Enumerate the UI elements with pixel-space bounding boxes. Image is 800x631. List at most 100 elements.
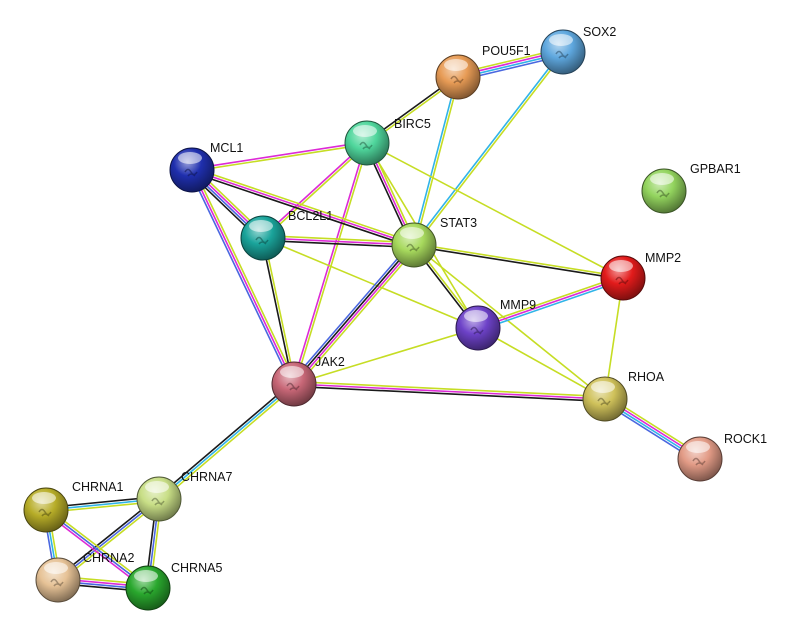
node-mmp9[interactable]: MMP9 bbox=[455, 298, 536, 351]
node-chrna2[interactable]: CHRNA2 bbox=[35, 551, 134, 603]
node-highlight bbox=[686, 441, 710, 453]
edge-mmp9-mmp2 bbox=[476, 274, 625, 332]
edge-strand-yellowgreen bbox=[192, 166, 416, 244]
edge-strand-black bbox=[261, 238, 294, 385]
node-label: MCL1 bbox=[210, 141, 243, 155]
edge-strand-yellowgreen bbox=[293, 327, 479, 385]
node-highlight bbox=[549, 34, 573, 46]
node-label: JAK2 bbox=[315, 355, 345, 369]
edge-strand-magenta bbox=[191, 141, 367, 170]
edge-strand-magenta bbox=[294, 245, 416, 386]
edge-strand-cyan bbox=[412, 50, 563, 245]
node-chrna5[interactable]: CHRNA5 bbox=[125, 561, 222, 611]
node-jak2[interactable]: JAK2 bbox=[271, 355, 345, 407]
node-label: RHOA bbox=[628, 370, 665, 384]
node-stat3[interactable]: STAT3 bbox=[391, 216, 477, 268]
node-label: ROCK1 bbox=[724, 432, 767, 446]
node-rhoa[interactable]: RHOA bbox=[582, 370, 665, 422]
edge-pou5f1-stat3 bbox=[412, 76, 460, 246]
edge-strand-black bbox=[262, 239, 414, 249]
node-chrna1[interactable]: CHRNA1 bbox=[23, 480, 123, 533]
protein-structure-icon bbox=[38, 508, 52, 517]
node-highlight bbox=[464, 310, 488, 322]
edge-strand-yellowgreen bbox=[476, 274, 623, 327]
protein-structure-icon bbox=[615, 276, 629, 285]
edge-strand-yellowgreen bbox=[296, 246, 418, 387]
edge-strand-black bbox=[190, 171, 414, 249]
edge-strand-magenta bbox=[261, 141, 367, 238]
node-mmp2[interactable]: MMP2 bbox=[600, 251, 681, 301]
node-highlight bbox=[44, 562, 68, 574]
node-sox2[interactable]: SOX2 bbox=[540, 25, 616, 75]
edge-strand-cyan bbox=[478, 279, 625, 332]
edge-birc5-bcl2l1 bbox=[261, 141, 369, 240]
edge-strand-yellowgreen bbox=[414, 243, 624, 278]
protein-structure-icon bbox=[656, 189, 670, 198]
edge-strand-yellowgreen bbox=[294, 143, 369, 385]
edge-strand-yellowgreen bbox=[294, 380, 606, 398]
protein-structure-icon bbox=[450, 75, 464, 84]
edge-stat3-mmp2 bbox=[413, 243, 624, 280]
node-highlight bbox=[444, 59, 468, 71]
node-label: CHRNA1 bbox=[72, 480, 123, 494]
node-chrna7[interactable]: CHRNA7 bbox=[136, 470, 232, 522]
node-highlight bbox=[145, 481, 169, 493]
edge-strand-yellowgreen bbox=[263, 234, 415, 244]
edge-mmp9-jak2 bbox=[293, 327, 479, 385]
edge-bcl2l1-jak2 bbox=[261, 237, 296, 385]
edge-strand-magenta bbox=[191, 169, 415, 246]
protein-structure-icon bbox=[286, 382, 300, 391]
node-label: CHRNA2 bbox=[83, 551, 134, 565]
protein-structure-icon bbox=[184, 168, 198, 177]
edge-strand-yellowgreen bbox=[414, 52, 565, 247]
node-label: BIRC5 bbox=[394, 117, 431, 131]
edge-strand-yellowgreen bbox=[477, 327, 606, 400]
node-label: SOX2 bbox=[583, 25, 616, 39]
node-highlight bbox=[591, 381, 615, 393]
edge-stat3-rhoa bbox=[413, 244, 606, 400]
edge-strand-yellowgreen bbox=[192, 143, 368, 172]
node-mcl1[interactable]: MCL1 bbox=[169, 141, 243, 193]
node-label: CHRNA5 bbox=[171, 561, 222, 575]
edge-birc5-jak2 bbox=[292, 142, 369, 385]
node-label: BCL2L1 bbox=[288, 209, 333, 223]
edge-strand-yellowgreen bbox=[263, 237, 296, 384]
edge-strand-yellowgreen bbox=[414, 77, 460, 246]
node-label: GPBAR1 bbox=[690, 162, 741, 176]
edge-mmp9-rhoa bbox=[477, 327, 606, 400]
node-gpbar1[interactable]: GPBAR1 bbox=[641, 162, 741, 214]
node-bcl2l1[interactable]: BCL2L1 bbox=[240, 209, 333, 261]
node-label: MMP2 bbox=[645, 251, 681, 265]
protein-structure-icon bbox=[50, 578, 64, 587]
edge-birc5-mcl1 bbox=[191, 141, 368, 172]
node-highlight bbox=[280, 366, 304, 378]
edge-strand-black bbox=[156, 381, 293, 498]
edge-bcl2l1-stat3 bbox=[262, 234, 415, 249]
edge-strand-yellowgreen bbox=[413, 244, 606, 400]
node-highlight bbox=[400, 227, 424, 239]
node-label: STAT3 bbox=[440, 216, 477, 230]
node-label: POU5F1 bbox=[482, 44, 531, 58]
node-rock1[interactable]: ROCK1 bbox=[677, 432, 767, 482]
node-highlight bbox=[134, 570, 158, 582]
node-pou5f1[interactable]: POU5F1 bbox=[435, 44, 531, 100]
edge-strand-blue bbox=[189, 170, 293, 386]
edge-strand-blue bbox=[290, 242, 412, 383]
edge-strand-magenta bbox=[262, 237, 415, 246]
protein-structure-icon bbox=[140, 586, 154, 595]
edge-jak2-chrna7 bbox=[156, 381, 297, 502]
node-birc5[interactable]: BIRC5 bbox=[344, 117, 431, 166]
edge-strand-yellowgreen bbox=[263, 143, 369, 240]
protein-structure-icon bbox=[597, 397, 611, 406]
protein-structure-icon bbox=[359, 141, 373, 150]
protein-structure-icon bbox=[151, 497, 165, 506]
node-highlight bbox=[249, 220, 273, 232]
protein-structure-icon bbox=[255, 236, 269, 245]
node-highlight bbox=[609, 260, 633, 272]
edge-strand-yellowgreen bbox=[193, 168, 297, 384]
edge-strand-cyan bbox=[412, 76, 458, 245]
edge-strand-yellowgreen bbox=[262, 237, 479, 329]
edge-bcl2l1-mmp9 bbox=[262, 237, 479, 329]
